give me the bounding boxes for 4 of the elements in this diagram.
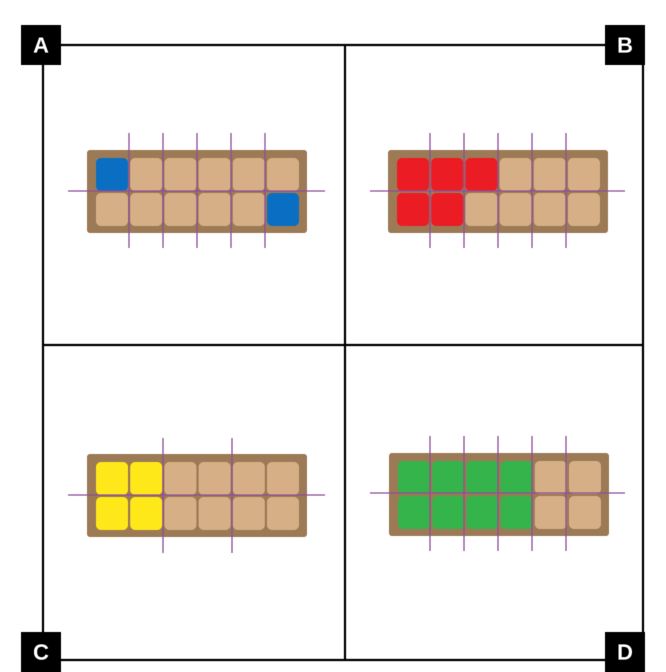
corner-label: B xyxy=(605,25,645,65)
corner-label: A xyxy=(21,25,61,65)
corner-label: D xyxy=(605,632,645,672)
corner-label: C xyxy=(21,632,61,672)
